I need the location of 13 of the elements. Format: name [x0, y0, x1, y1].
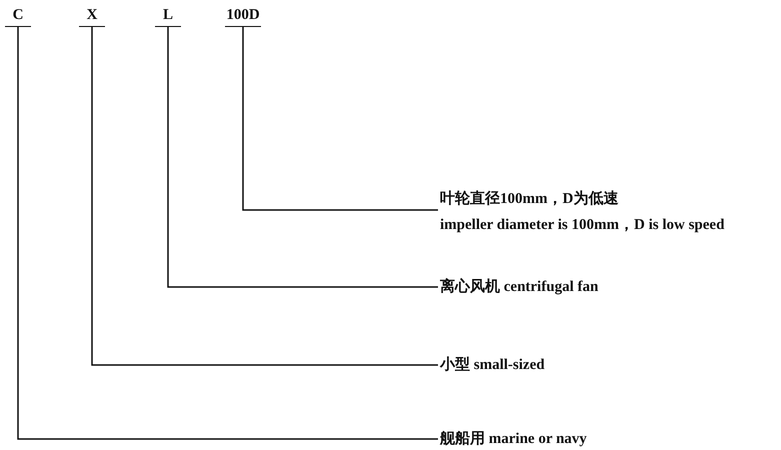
model-code-letter: X [79, 6, 105, 27]
model-code-letter: C [5, 6, 31, 27]
model-code-letter: L [155, 6, 181, 27]
leader-line [167, 27, 438, 288]
chinese-explanation: 叶轮直径100mm，D为低速 [440, 189, 620, 209]
leader-line [17, 27, 438, 440]
model-code-letter: 100D [225, 6, 261, 27]
leader-line [91, 27, 438, 366]
explanation-text: 舰船用 marine or navy [440, 426, 660, 450]
english-explanation: impeller diameter is 100mm，D is low speed [440, 216, 726, 235]
leader-line [242, 27, 438, 211]
explanation-text: 小型 small-sized [440, 352, 640, 378]
explanation-text: 离心风机 centrifugal fan [440, 274, 660, 300]
